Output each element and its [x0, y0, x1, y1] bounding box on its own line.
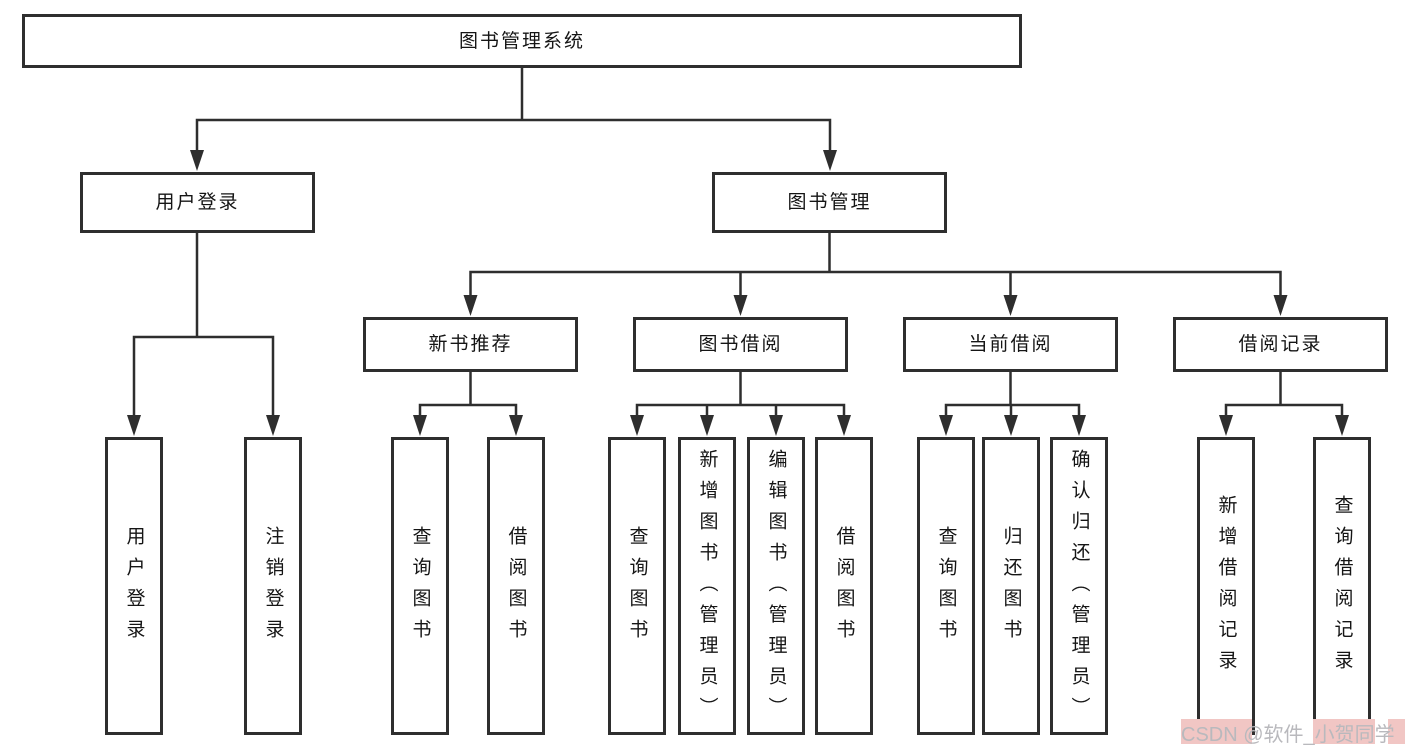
- arrowheads: [127, 150, 1349, 436]
- leaf-return-books: 归还图书: [982, 437, 1040, 735]
- node-borrowing-records: 借阅记录: [1173, 317, 1388, 372]
- watermark-highlight: [1181, 719, 1252, 744]
- leaf-query-books-borrowing: 查询图书: [608, 437, 666, 735]
- leaf-query-books-current: 查询图书: [917, 437, 975, 735]
- leaf-edit-books-admin: 编辑图书（管理员）: [747, 437, 805, 735]
- watermark-highlight: [1313, 719, 1375, 744]
- node-book-borrowing: 图书借阅: [633, 317, 848, 372]
- leaf-borrow-books-recommend: 借阅图书: [487, 437, 545, 735]
- watermark-highlight: [1388, 719, 1405, 744]
- node-new-book-recommendation: 新书推荐: [363, 317, 578, 372]
- leaf-query-books-recommend: 查询图书: [391, 437, 449, 735]
- leaf-add-books-admin: 新增图书（管理员）: [678, 437, 736, 735]
- leaf-user-login: 用户登录: [105, 437, 163, 735]
- leaf-query-borrow-record: 查询借阅记录: [1313, 437, 1371, 735]
- leaf-logout: 注销登录: [244, 437, 302, 735]
- watermark: CSDN @软件_小贺同学: [1181, 718, 1405, 746]
- leaf-add-borrow-record: 新增借阅记录: [1197, 437, 1255, 735]
- node-current-borrowing: 当前借阅: [903, 317, 1118, 372]
- watermark-text: CSDN @软件_小贺同学: [1181, 724, 1395, 746]
- leaf-confirm-return-admin: 确认归还（管理员）: [1050, 437, 1108, 735]
- node-library-management-system: 图书管理系统: [22, 14, 1022, 68]
- leaf-borrow-books-borrowing: 借阅图书: [815, 437, 873, 735]
- node-book-management: 图书管理: [712, 172, 947, 233]
- node-user-login: 用户登录: [80, 172, 315, 233]
